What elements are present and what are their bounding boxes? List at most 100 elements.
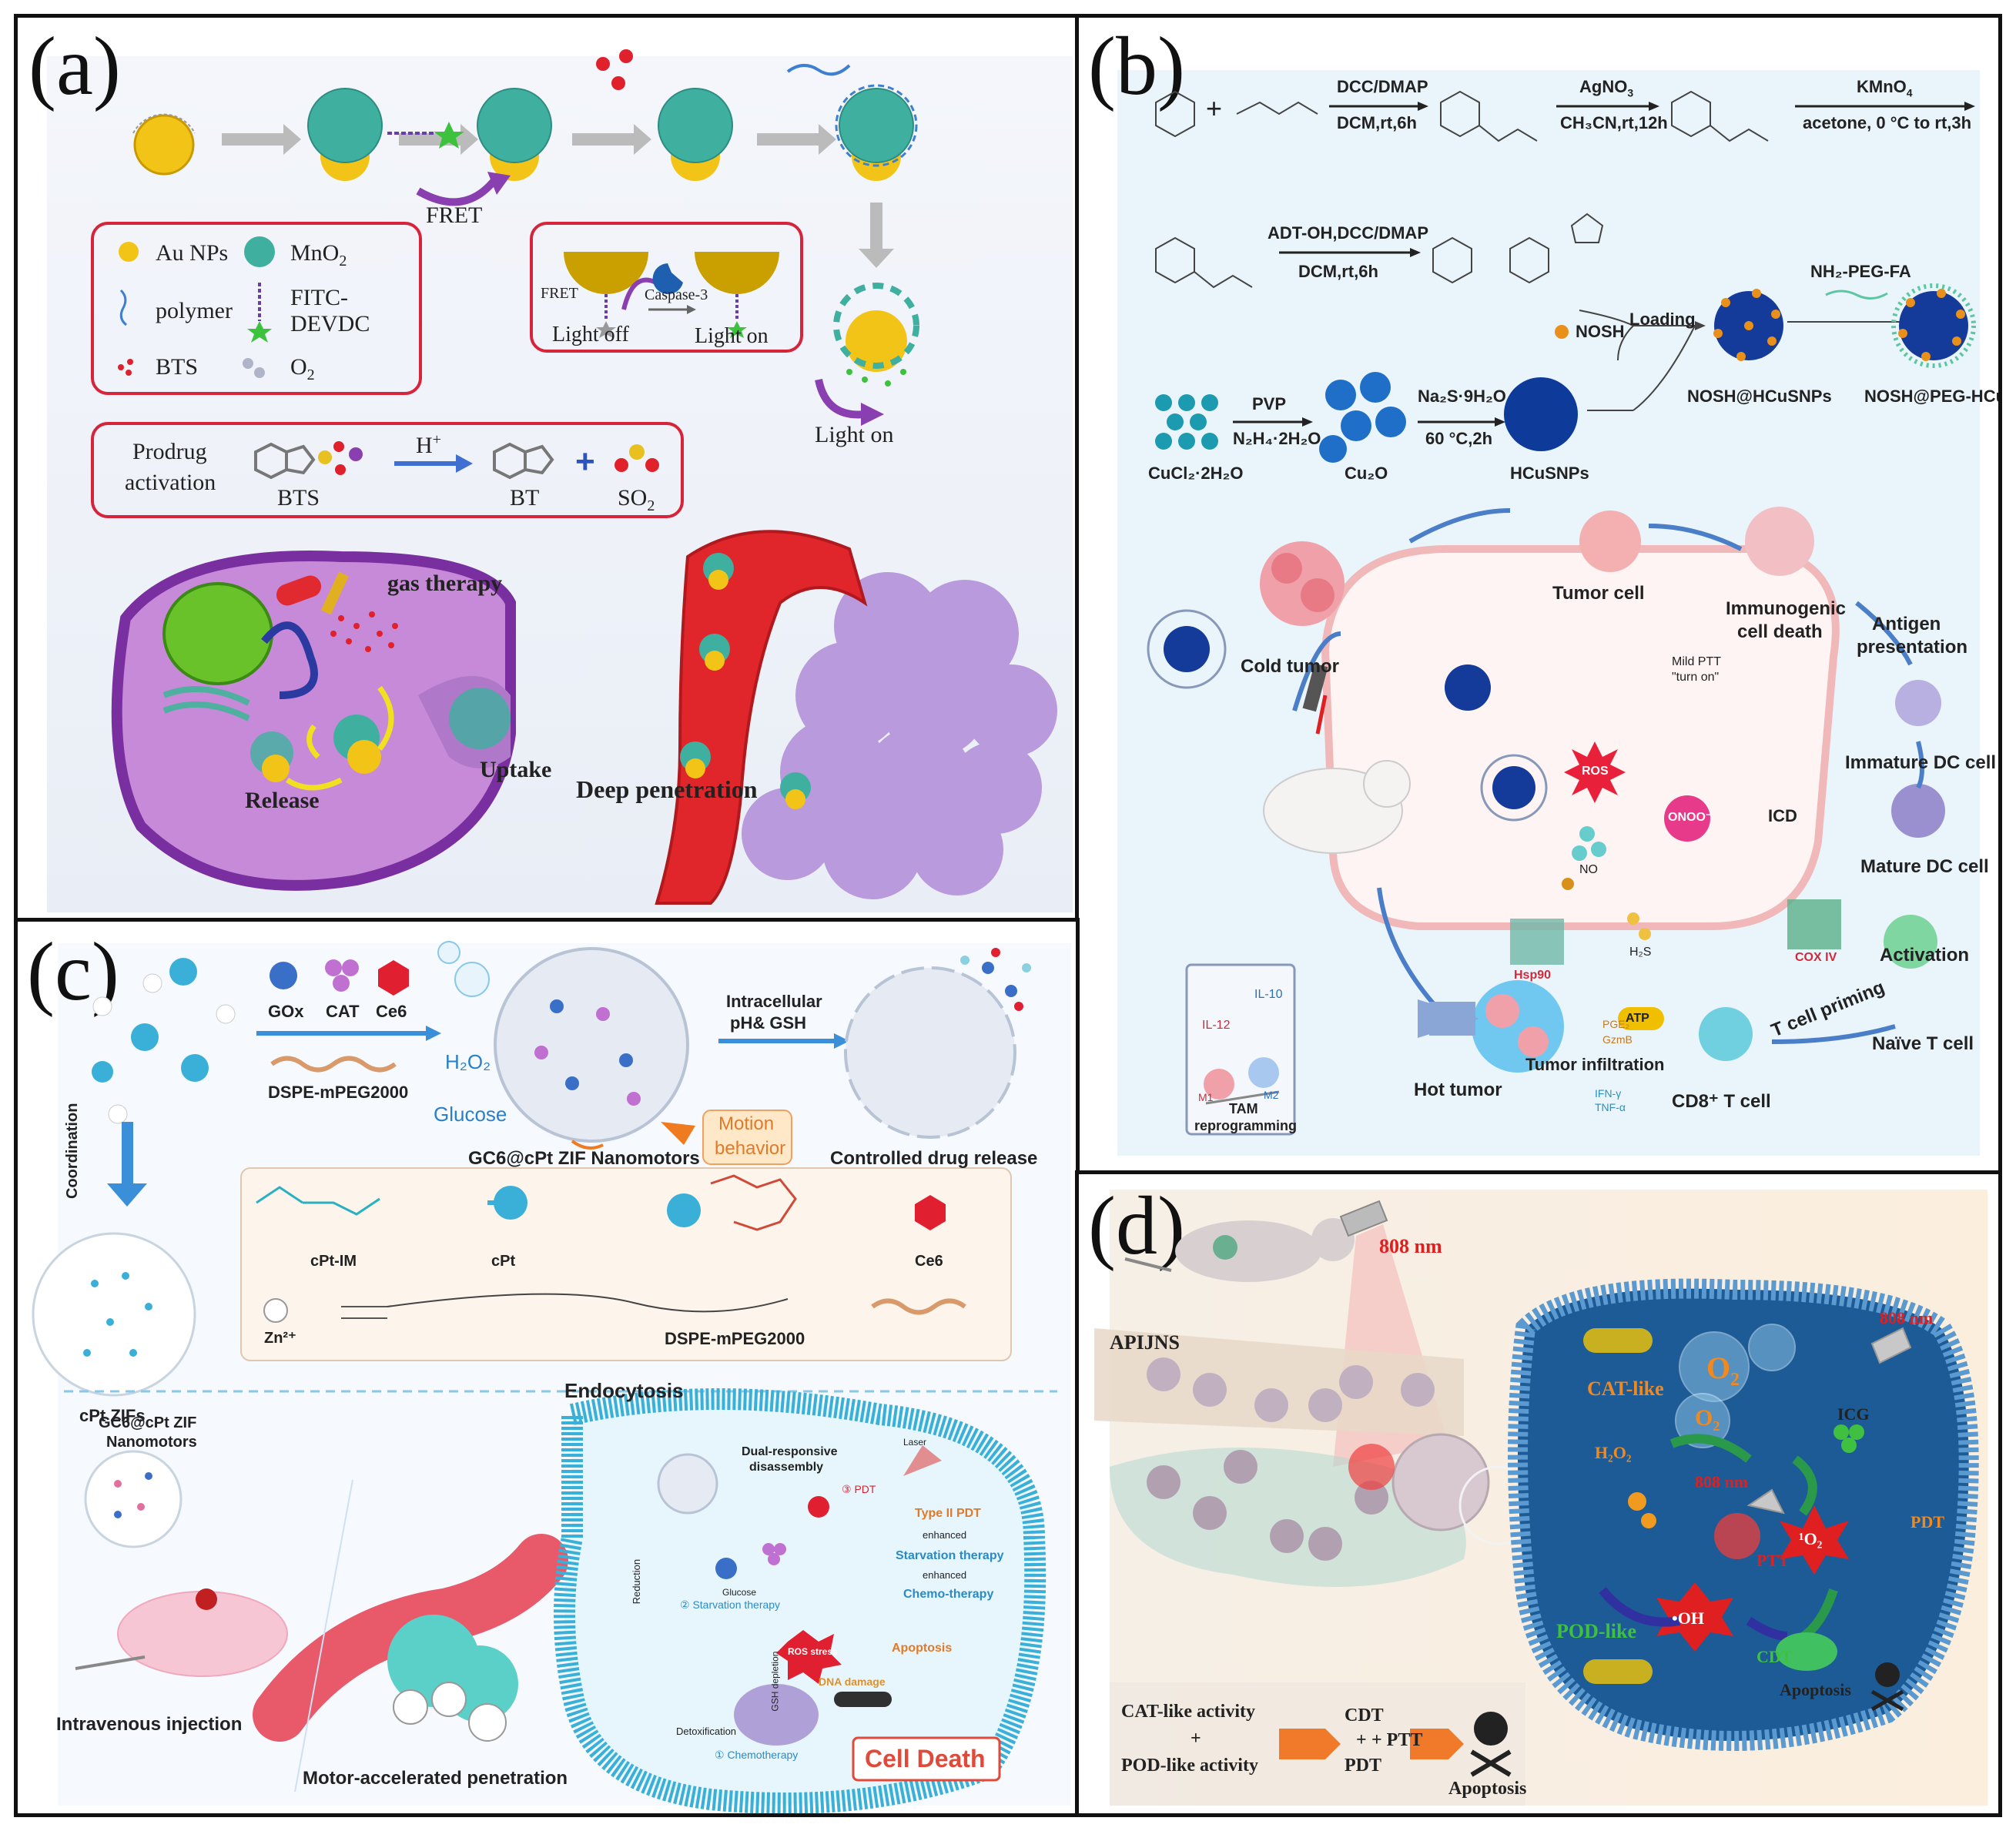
mild-ptt-line2: "turn on" xyxy=(1672,671,1720,684)
naive-t-label: Naïve T cell xyxy=(1872,1033,1974,1054)
nanoparticle-step5 xyxy=(835,84,918,181)
glucose-small-label: Glucose xyxy=(722,1587,757,1598)
summary-line1: CAT-like activity xyxy=(1121,1702,1255,1722)
nanoparticle-step2 xyxy=(307,88,383,181)
immunogenic-line2: cell death xyxy=(1737,621,1823,642)
no-label: NO xyxy=(1579,863,1598,876)
ptt-label: PTT xyxy=(1756,1551,1790,1570)
r2-cond-top: AgNO3 xyxy=(1579,77,1634,99)
cell-death-label: Cell Death xyxy=(865,1745,986,1772)
tumor-cell-label: Tumor cell xyxy=(1552,583,1645,604)
dual-line2: disassembly xyxy=(749,1461,824,1474)
pod-like-label: POD-like xyxy=(1556,1620,1636,1642)
legend-fitc-1: FITC- xyxy=(290,285,348,310)
legend-polymer: polymer xyxy=(156,298,233,323)
detoxification-label: Detoxification xyxy=(676,1726,737,1737)
bts-molecule xyxy=(254,441,363,480)
gc6-line2: Nanomotors xyxy=(106,1434,197,1451)
summary-plus1: + xyxy=(1191,1729,1201,1749)
legend-zn: Zn²⁺ xyxy=(264,1330,296,1347)
apoptosis-c-label: Apoptosis xyxy=(892,1642,953,1655)
cat-like-label: CAT-like xyxy=(1587,1377,1664,1400)
cat-label: CAT xyxy=(326,1002,360,1021)
hsp90-label: Hsp90 xyxy=(1514,969,1552,982)
synthesis-scheme: + xyxy=(1155,90,1976,463)
loading-label: Loading xyxy=(1629,310,1696,329)
hcusnps-label: HCuSNPs xyxy=(1510,464,1589,483)
switch-light-on: Light on xyxy=(695,324,769,348)
nm808-top-label: 808 nm xyxy=(1379,1235,1442,1257)
dual-line1: Dual-responsive xyxy=(742,1445,838,1458)
summary-line2: POD-like activity xyxy=(1121,1756,1258,1776)
gsh-depletion-label: GSH depletion xyxy=(769,1651,781,1712)
apijns-label: APIJNS xyxy=(1110,1331,1180,1354)
immature-dc-label: Immature DC cell xyxy=(1845,752,1997,773)
fitc-devdc-molecule xyxy=(387,122,464,149)
prodrug-line1: Prodrug xyxy=(132,439,207,464)
switch-fret: FRET xyxy=(541,285,578,302)
summary-cdt: CDT xyxy=(1345,1705,1384,1726)
panel-d-label: (d) xyxy=(1088,1180,1185,1272)
laser-label: Laser xyxy=(903,1437,927,1448)
panel-b: (b) + D xyxy=(1075,14,2002,1175)
prodrug-box: Prodrug activation + BTS H+ BT SO2 xyxy=(91,422,684,518)
prodrug-line2: activation xyxy=(125,470,216,495)
summary-plus2: + xyxy=(1356,1730,1367,1750)
prodrug-h-plus: H+ xyxy=(416,431,441,458)
release-label: Release xyxy=(245,788,320,813)
r2-cond-bot: CH₃CN,rt,12h xyxy=(1560,113,1668,132)
tumor-infiltration-label: Tumor infiltration xyxy=(1525,1055,1665,1074)
reduction-label: Reduction xyxy=(631,1558,643,1605)
so2-molecule xyxy=(615,444,659,472)
summary-apoptosis: Apoptosis xyxy=(1448,1779,1527,1799)
o2-b-label: O2 xyxy=(1695,1405,1720,1434)
tam-line2: reprogramming xyxy=(1194,1118,1298,1133)
onoo-label: ONOO⁻ xyxy=(1668,811,1713,824)
svg-text:+: + xyxy=(1206,92,1222,124)
ce6-label: Ce6 xyxy=(376,1002,407,1021)
oh-label: •OH xyxy=(1672,1608,1704,1628)
controlled-release-label: Controlled drug release xyxy=(830,1148,1038,1169)
prodrug-bt: BT xyxy=(510,485,540,510)
intracellular-line1: Intracellular xyxy=(726,992,822,1011)
coordination-label: Coordination xyxy=(64,1103,81,1199)
cpt-zifs-label: cPt ZIFs xyxy=(79,1406,146,1425)
m1-label: M1 xyxy=(1198,1091,1214,1103)
gc6-line1: GC6@cPt ZIF xyxy=(99,1414,197,1431)
legend-ce6: Ce6 xyxy=(915,1253,943,1270)
nanoparticle-light-on xyxy=(833,283,919,387)
cdt-label: CDT xyxy=(1756,1647,1793,1666)
ros-label: ROS xyxy=(1582,765,1609,778)
motion-line1: Motion xyxy=(718,1113,775,1134)
il12-label: IL-12 xyxy=(1202,1019,1231,1032)
dspe-label: DSPE-mPEG2000 xyxy=(268,1083,409,1102)
nanoparticle-step1 xyxy=(132,113,196,176)
mild-ptt-line1: Mild PTT xyxy=(1672,655,1721,668)
gox-label: GOx xyxy=(268,1002,304,1021)
chemo1-label: ① Chemotherapy xyxy=(715,1749,799,1761)
tnf-label: TNF-α xyxy=(1595,1101,1626,1113)
nm808-right-label: 808 nm xyxy=(1880,1308,1934,1327)
r4-cond-top: ADT-OH,DCC/DMAP xyxy=(1268,223,1428,243)
chemo-therapy-label: Chemo-therapy xyxy=(903,1588,994,1601)
cold-tumor-label: Cold tumor xyxy=(1241,656,1339,677)
legend-fitc-2: DEVDC xyxy=(290,311,370,336)
nucleus xyxy=(162,582,273,685)
motor-penetration-label: Motor-accelerated penetration xyxy=(303,1768,568,1789)
cd8-label: CD8⁺ T cell xyxy=(1672,1091,1771,1112)
singlet-o2-label: ¹O₂ xyxy=(1799,1529,1823,1548)
hot-tumor-label: Hot tumor xyxy=(1414,1080,1502,1100)
h2o2-label: H₂O₂ xyxy=(445,1050,491,1073)
starvation-therapy-label: Starvation therapy xyxy=(896,1549,1004,1562)
endocytosis-label: Endocytosis xyxy=(564,1379,684,1402)
intracellular-line2: pH& GSH xyxy=(730,1013,806,1033)
atp-label: ATP xyxy=(1626,1012,1649,1025)
nosh-label: NOSH xyxy=(1576,322,1625,341)
cucl2-label: CuCl₂·2H₂O xyxy=(1148,464,1244,483)
r3-cond-top: KMnO4 xyxy=(1857,77,1913,99)
prodrug-so2: SO2 xyxy=(618,485,655,514)
prodrug-bts: BTS xyxy=(277,485,320,510)
summary-pdt: PDT xyxy=(1345,1756,1381,1776)
panel-a: (a) xyxy=(14,14,1080,922)
motion-line2: behavior xyxy=(715,1138,786,1159)
